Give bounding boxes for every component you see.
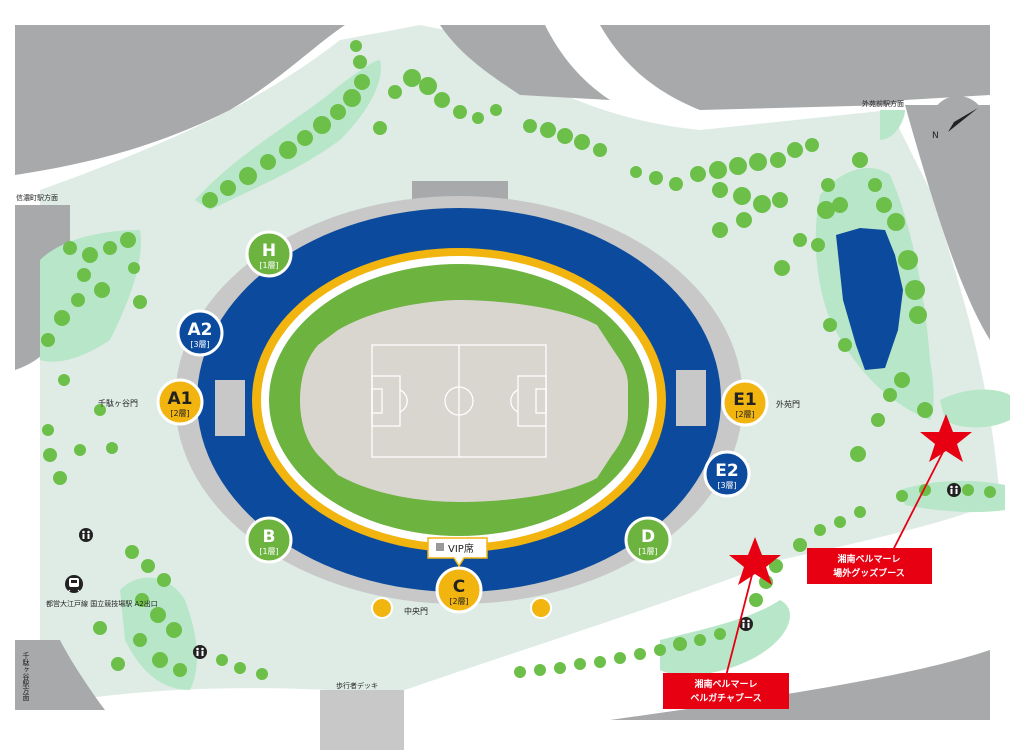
gate-E1-letter: E1 (733, 390, 756, 410)
booth-goods-line2: 場外グッズブース (833, 567, 905, 579)
gate-E1-sub: [2層] (735, 410, 754, 419)
toilet-icon-south (193, 645, 207, 659)
booth-leader-2 (725, 574, 753, 677)
gate-A2-sub: [3層] (190, 340, 209, 349)
gate-E2-letter: E2 (715, 461, 738, 481)
gate-H-sub: [1層] (259, 261, 278, 270)
label-shinanomachi: 信濃町駅方面 (16, 193, 58, 202)
toilet-icon-east (947, 483, 961, 497)
gate-B[interactable]: B [1層] (245, 516, 293, 564)
star-icon-gacha-booth[interactable] (729, 537, 781, 585)
label-subway: 都営大江戸線 国立競技場駅 A2出口 (46, 599, 158, 608)
gate-D[interactable]: D [1層] (624, 516, 672, 564)
label-sendagaya-gate: 千駄ヶ谷門 (98, 398, 138, 408)
label-sendagaya-station: 千駄ヶ谷駅方面 (22, 651, 30, 702)
trees (41, 40, 996, 680)
label-gaienmae: 外苑前駅方面 (862, 99, 904, 108)
booth-gacha-line1: 湘南ベルマーレ (694, 678, 757, 690)
label-gaien-gate: 外苑門 (776, 399, 800, 409)
gate-D-letter: D (641, 527, 655, 547)
gate-E1[interactable]: E1 [2層] (721, 379, 769, 427)
gate-E2-sub: [3層] (717, 481, 736, 490)
gate-A2-letter: A2 (188, 320, 213, 340)
gate-E2[interactable]: E2 [3層] (703, 450, 751, 498)
star-icon-goods-booth[interactable] (920, 414, 972, 462)
gate-A1[interactable]: A1 [2層] (156, 378, 204, 426)
gate-B-letter: B (263, 527, 276, 547)
label-deck: 歩行者デッキ (336, 681, 378, 690)
soccer-pitch (371, 344, 547, 458)
booth-leader-1 (889, 451, 944, 557)
toilet-icon-southeast (739, 617, 753, 631)
gate-C-sub: [2層] (449, 597, 468, 606)
label-central-gate: 中央門 (404, 606, 428, 616)
vip-callout: VIP席 (427, 537, 488, 568)
vip-square-icon (436, 543, 444, 551)
gate-C-letter: C (453, 577, 465, 597)
booth-gacha-line2: ベルガチャブース (690, 692, 761, 704)
gate-H-letter: H (262, 241, 276, 261)
east-stand-notch (676, 370, 706, 426)
marker-dot-left (371, 597, 393, 619)
booth-gacha[interactable]: 湘南ベルマーレ ベルガチャブース (663, 673, 789, 709)
stadium (175, 181, 743, 604)
gate-A1-letter: A1 (168, 389, 193, 409)
building (836, 228, 903, 370)
gate-H[interactable]: H [1層] (245, 230, 293, 278)
pedestrian-deck (320, 690, 404, 750)
gate-C[interactable]: C [2層] (435, 566, 483, 614)
gate-A2[interactable]: A2 [3層] (176, 309, 224, 357)
gate-B-sub: [1層] (259, 547, 278, 556)
west-stand-notch (215, 380, 245, 436)
svg-text:N: N (932, 131, 939, 141)
vip-label: VIP席 (448, 542, 474, 555)
train-icon (65, 575, 83, 593)
gate-D-sub: [1層] (638, 547, 657, 556)
booth-goods-line1: 湘南ベルマーレ (837, 553, 900, 565)
booth-goods[interactable]: 湘南ベルマーレ 場外グッズブース (807, 548, 932, 584)
gate-A1-sub: [2層] (170, 409, 189, 418)
stadium-pitch-area (300, 300, 628, 502)
compass-icon: N (930, 96, 986, 152)
marker-dot-right (530, 597, 552, 619)
toilet-icon-west (79, 528, 93, 542)
